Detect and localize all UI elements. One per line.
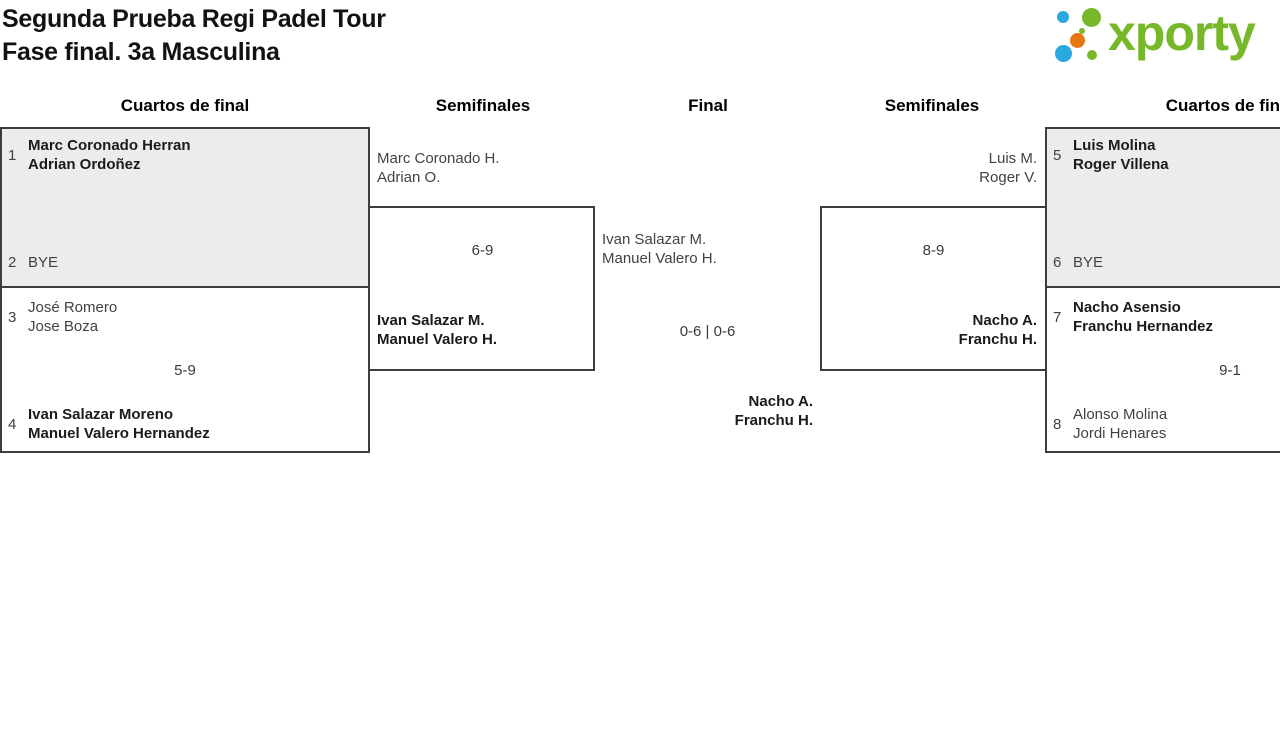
round-header-cuartos-right: Cuartos de final [1165, 96, 1280, 115]
match-score: 6-9 [471, 242, 494, 259]
player-name: Roger Villena [1073, 156, 1169, 173]
player-name: Jose Boza [28, 318, 99, 335]
team-sf1-top: Marc Coronado H. Adrian O. [377, 149, 500, 187]
player-name: Marc Coronado Herran [28, 137, 191, 154]
seed-number: 2 [8, 254, 17, 271]
round-header-semis-left: Semifinales [435, 96, 531, 115]
logo-dot-blue-large-icon [1055, 45, 1072, 62]
team-qf1-top: Marc Coronado Herran Adrian Ordoñez [28, 136, 191, 174]
player-name: Franchu H. [734, 412, 813, 429]
player-name: Marc Coronado H. [377, 150, 500, 167]
logo-dot-green-tiny-icon [1079, 28, 1085, 34]
seed-number: 4 [8, 416, 17, 433]
player-name: Adrian O. [377, 169, 441, 186]
player-name: Franchu H. [958, 331, 1037, 348]
team-sf1-bottom: Ivan Salazar M. Manuel Valero H. [377, 311, 497, 349]
player-name: Luis M. [988, 150, 1037, 167]
player-name: José Romero [28, 299, 118, 316]
match-score: 5-9 [174, 362, 196, 379]
team-qf2-top: José Romero Jose Boza [28, 298, 117, 336]
player-name: Ivan Salazar M. [377, 312, 485, 329]
player-name: Ivan Salazar M. [602, 231, 707, 248]
logo-dot-orange-icon [1070, 33, 1085, 48]
player-name: Franchu Hernandez [1073, 318, 1214, 335]
page-title: Segunda Prueba Regi Padel Tour Fase fina… [2, 3, 386, 69]
bye-label: BYE [1073, 254, 1104, 271]
logo-dot-green-small-icon [1087, 50, 1097, 60]
team-sf2-bottom: Nacho A. Franchu H. [820, 311, 1037, 349]
player-name: Nacho A. [748, 393, 813, 410]
player-name: Manuel Valero H. [602, 250, 717, 267]
team-qf1-bottom: BYE [28, 253, 58, 272]
player-name: Manuel Valero Hernandez [28, 425, 210, 442]
team-final-winner: Nacho A. Franchu H. [600, 392, 813, 430]
match-score: 9-1 [1219, 362, 1241, 379]
final-score: 0-6 | 0-6 [679, 323, 736, 340]
player-name: Ivan Salazar Moreno [28, 406, 174, 423]
seed-number: 3 [8, 309, 17, 326]
xporty-logo: xporty [1048, 4, 1280, 70]
player-name: Alonso Molina [1073, 406, 1168, 423]
player-name: Nacho A. [972, 312, 1037, 329]
team-qf3-bottom: BYE [1073, 253, 1103, 272]
bye-label: BYE [28, 254, 59, 271]
seed-number: 5 [1053, 147, 1062, 164]
match-box-sf1 [368, 206, 595, 371]
player-name: Manuel Valero H. [377, 331, 498, 348]
seed-number: 7 [1053, 309, 1062, 326]
seed-number: 1 [8, 147, 17, 164]
team-sf2-top: Luis M. Roger V. [820, 149, 1037, 187]
logo-dot-blue-small-icon [1057, 11, 1069, 23]
player-name: Nacho Asensio [1073, 299, 1181, 316]
player-name: Roger V. [979, 169, 1037, 186]
round-header-semis-right: Semifinales [884, 96, 980, 115]
player-name: Jordi Henares [1073, 425, 1167, 442]
page-title-line1: Segunda Prueba Regi Padel Tour [2, 5, 386, 33]
match-box-qf1 [0, 127, 370, 288]
team-qf4-bottom: Alonso Molina Jordi Henares [1073, 405, 1167, 443]
team-final-left: Ivan Salazar M. Manuel Valero H. [602, 230, 717, 268]
round-header-final: Final [688, 96, 728, 115]
seed-number: 6 [1053, 254, 1062, 271]
seed-number: 8 [1053, 416, 1062, 433]
team-qf3-top: Luis Molina Roger Villena [1073, 136, 1169, 174]
match-score: 8-9 [922, 242, 945, 259]
team-qf2-bottom: Ivan Salazar Moreno Manuel Valero Hernan… [28, 405, 210, 443]
player-name: Adrian Ordoñez [28, 156, 141, 173]
player-name: Luis Molina [1073, 137, 1156, 154]
match-box-qf4 [1045, 286, 1280, 453]
page-title-line2: Fase final. 3a Masculina [2, 38, 280, 66]
team-qf4-top: Nacho Asensio Franchu Hernandez [1073, 298, 1213, 336]
logo-wordmark: xporty [1108, 5, 1256, 61]
match-box-qf3 [1045, 127, 1280, 288]
round-header-cuartos-left: Cuartos de final [120, 96, 250, 115]
logo-dot-green-large-icon [1082, 8, 1101, 27]
